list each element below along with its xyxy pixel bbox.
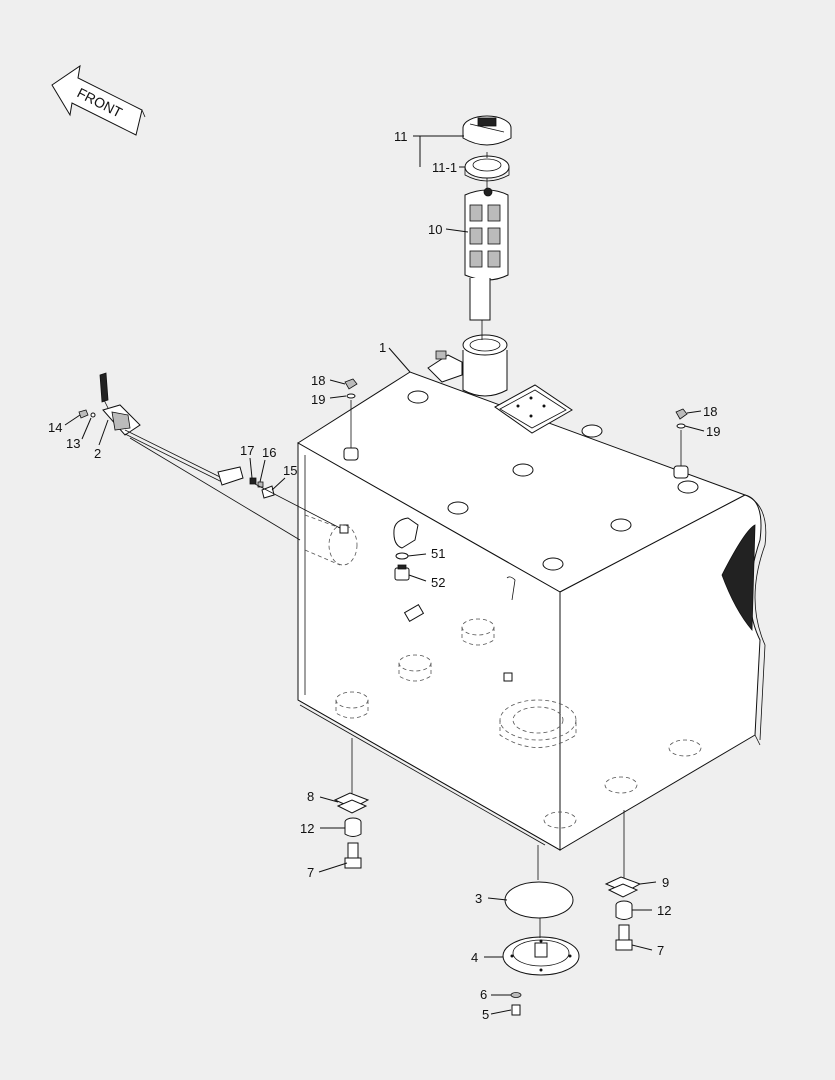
filler-cap-assembly	[462, 115, 512, 340]
leader-lines	[64, 135, 705, 1015]
level-sensor-assembly	[78, 372, 341, 541]
filler-neck	[427, 334, 508, 397]
strainer-ring-11-1	[464, 155, 510, 182]
callout-3: 3	[475, 891, 482, 906]
callout-8: 8	[307, 789, 314, 804]
callout-12-right: 12	[657, 903, 671, 918]
mount-set-left	[333, 738, 370, 869]
callout-18-left: 18	[311, 373, 325, 388]
callout-19-left: 19	[311, 392, 325, 407]
callout-52: 52	[431, 575, 445, 590]
washer-6	[510, 992, 522, 998]
top-bosses	[407, 390, 699, 571]
hidden-features	[304, 514, 702, 829]
o-ring-3	[504, 881, 574, 919]
front-arrow: FRONT	[51, 64, 146, 136]
bolt-5	[511, 1004, 521, 1016]
callout-9: 9	[662, 875, 669, 890]
bolt-set-right	[673, 408, 689, 479]
callout-10: 10	[428, 222, 442, 237]
callout-2: 2	[94, 446, 101, 461]
callout-labels: 11 11-1 10 1 18 19 18 19 14 13 2 17 16 1…	[48, 129, 720, 1022]
callout-14: 14	[48, 420, 62, 435]
callout-1: 1	[379, 340, 386, 355]
callout-5: 5	[482, 1007, 489, 1022]
side-fittings	[339, 517, 516, 682]
callout-11-1: 11-1	[432, 160, 457, 175]
callout-7-right: 7	[657, 943, 664, 958]
callout-11: 11	[394, 129, 408, 144]
callout-12-left: 12	[300, 821, 314, 836]
callout-4: 4	[471, 950, 478, 965]
inspection-cover	[494, 384, 573, 434]
callout-15: 15	[283, 463, 297, 478]
bolt-set-left	[343, 378, 359, 461]
bottom-drain-assembly	[502, 845, 580, 1016]
callout-51: 51	[431, 546, 445, 561]
callout-6: 6	[480, 987, 487, 1002]
callout-13: 13	[66, 436, 80, 451]
callout-17: 17	[240, 443, 254, 458]
callout-7-left: 7	[307, 865, 314, 880]
hydraulic-tank	[297, 334, 767, 851]
callout-18-right: 18	[703, 404, 717, 419]
seal-51	[395, 552, 409, 560]
callout-19-right: 19	[706, 424, 720, 439]
filler-cap-11	[462, 115, 512, 146]
callout-16: 16	[262, 445, 276, 460]
mount-set-right	[604, 810, 642, 951]
strainer-10	[464, 187, 509, 321]
plug-52	[394, 564, 410, 581]
